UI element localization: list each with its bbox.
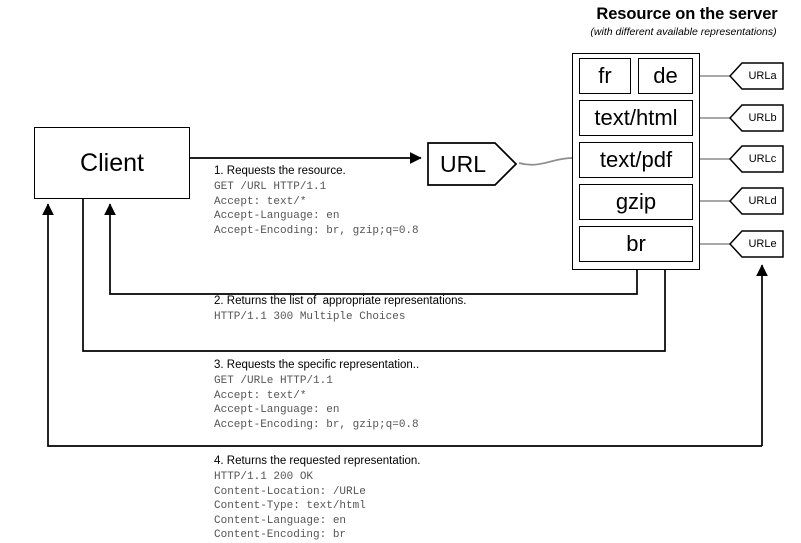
url-to-server-link — [518, 157, 573, 166]
representation-br[interactable]: br — [579, 226, 693, 262]
client-box[interactable]: Client — [34, 127, 190, 199]
step-4-code: HTTP/1.1 200 OK Content-Location: /URLe … — [214, 471, 366, 542]
url-tag-label: URLc — [748, 153, 777, 165]
url-tag-urlb[interactable]: URLb — [728, 104, 784, 132]
url-node-label: URL — [439, 150, 486, 177]
url-tag-label: URLe — [748, 238, 777, 250]
representation-text-pdf[interactable]: text/pdf — [579, 142, 693, 178]
url-tag-shape-icon — [728, 62, 784, 90]
url-tag-urle[interactable]: URLe — [728, 230, 784, 258]
step-2-title: 2. Returns the list of appropriate repre… — [214, 295, 467, 307]
url-node[interactable]: URL — [427, 142, 518, 186]
representation-de[interactable]: de — [638, 58, 693, 94]
url-tag-urld[interactable]: URLd — [728, 187, 784, 215]
representation-gzip[interactable]: gzip — [579, 184, 693, 220]
step-4-title: 4. Returns the requested representation. — [214, 455, 421, 467]
url-pentagon-shape-icon — [427, 142, 518, 186]
step-1-block: 1. Requests the resource. GET /URL HTTP/… — [214, 164, 419, 238]
step-3-code: GET /URLe HTTP/1.1 Accept: text/* Accept… — [214, 375, 419, 431]
flow-3-request-path — [82, 199, 666, 352]
flow-4-response-path — [42, 203, 762, 447]
url-tag-urla[interactable]: URLa — [728, 62, 784, 90]
server-subtitle: (with different available representation… — [590, 26, 777, 38]
url-tag-label: URLb — [748, 112, 777, 124]
url-tag-label: URLa — [748, 70, 777, 82]
server-title: Resource on the server — [596, 5, 778, 23]
url-tag-shape-icon — [728, 230, 784, 258]
url-tag-shape-icon — [728, 187, 784, 215]
url-tag-shape-icon — [728, 104, 784, 132]
url-tag-shape-icon — [728, 145, 784, 173]
url-tag-urlc[interactable]: URLc — [728, 145, 784, 173]
step-1-code: GET /URL HTTP/1.1 Accept: text/* Accept-… — [214, 181, 419, 237]
step-2-code: HTTP/1.1 300 Multiple Choices — [214, 311, 406, 323]
step-4-block: 4. Returns the requested representation.… — [214, 454, 421, 543]
step-2-block: 2. Returns the list of appropriate repre… — [214, 294, 467, 325]
representation-text-html[interactable]: text/html — [579, 100, 693, 136]
flow-2-response-path — [104, 203, 638, 295]
representation-fr[interactable]: fr — [579, 58, 631, 94]
step-3-title: 3. Requests the specific representation.… — [214, 359, 420, 371]
step-1-title: 1. Requests the resource. — [214, 165, 346, 177]
url-tag-label: URLd — [748, 195, 777, 207]
step-3-block: 3. Requests the specific representation.… — [214, 358, 419, 432]
